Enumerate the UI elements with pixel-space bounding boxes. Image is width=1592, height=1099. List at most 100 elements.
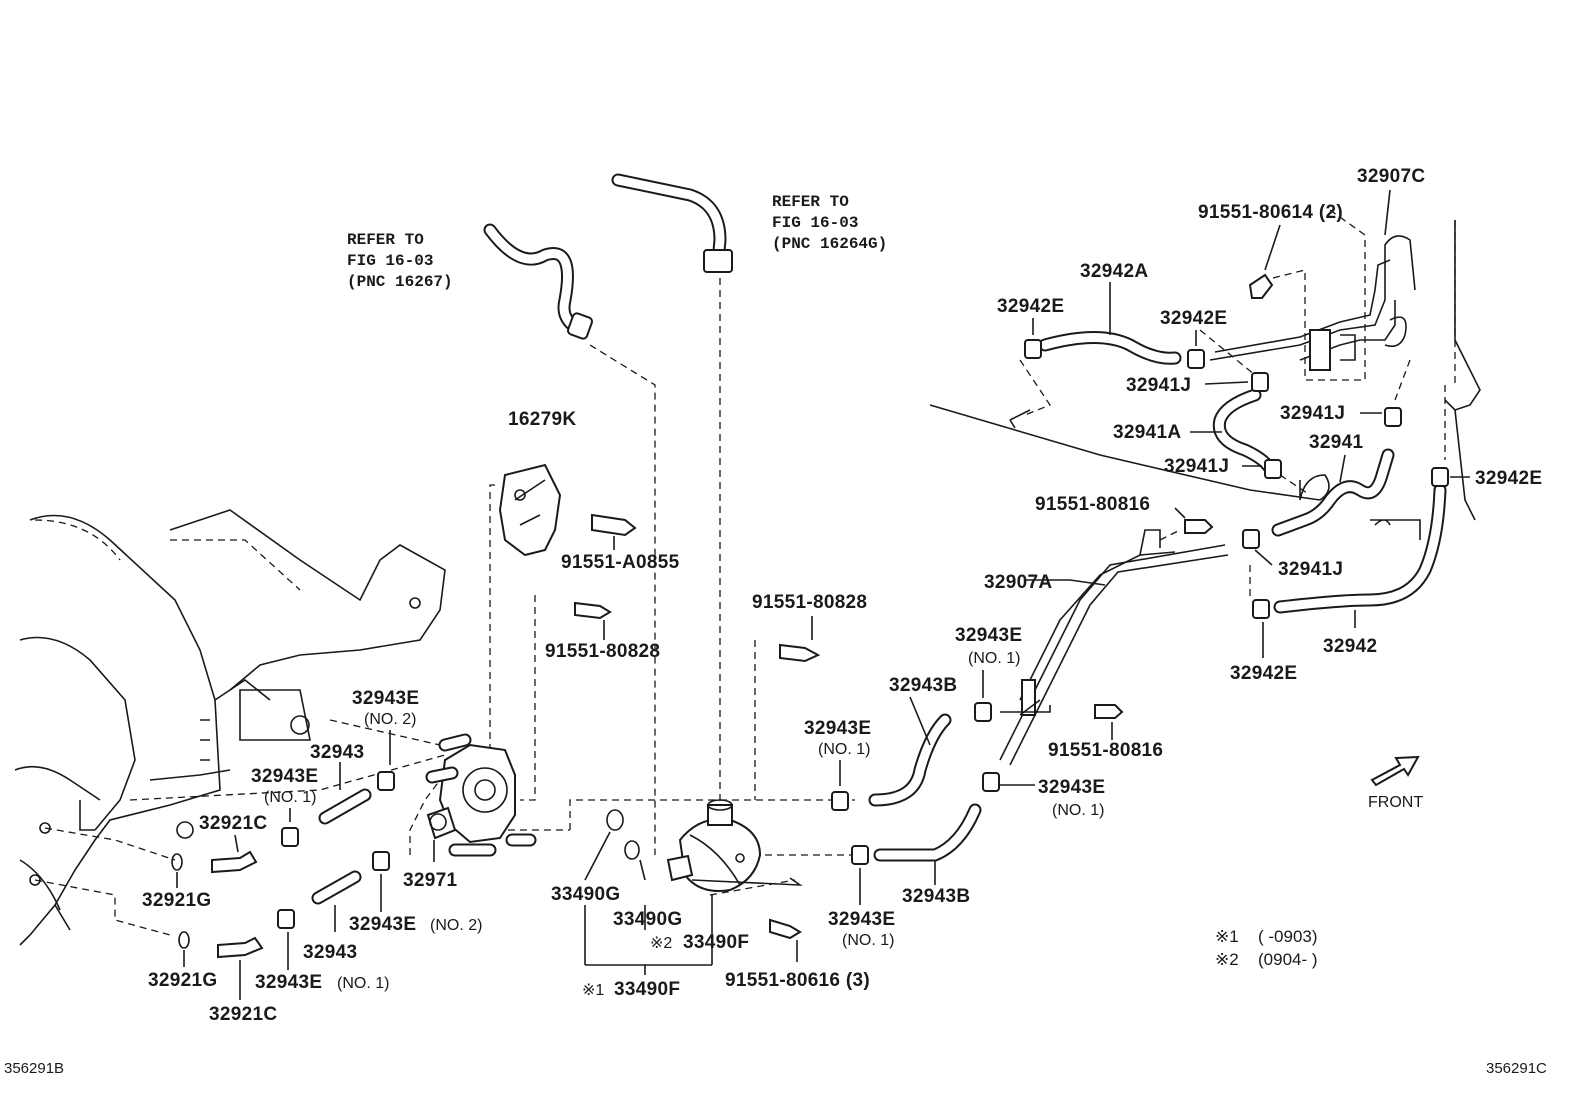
label-32943e-mid: 32943E: [804, 718, 871, 739]
label-91551-a0855: 91551-A0855: [561, 552, 680, 573]
label-91551-80616: 91551-80616 (3): [725, 970, 870, 991]
refer-right: REFER TO FIG 16-03 (PNC 16264G): [772, 193, 887, 253]
label-32943e-r1-sub: (NO. 1): [968, 650, 1020, 667]
label-32943e-no2-sub: (NO. 2): [364, 711, 416, 728]
label-91551-80816-up: 91551-80816: [1035, 494, 1150, 515]
o-ring-33490g-a: [606, 809, 624, 831]
label-32943e-no1-b: 32943E: [255, 972, 322, 993]
clamp-32943e-mid: [831, 760, 849, 811]
label-32942e-tl: 32942E: [997, 296, 1064, 317]
label-33490g-b: 33490G: [613, 909, 682, 930]
label-32941j-c: 32941J: [1280, 403, 1345, 424]
label-33490f-1-mark: ※1: [582, 982, 604, 999]
label-32942e-r: 32942E: [1475, 468, 1542, 489]
clamp-32942e-tl: [1024, 318, 1042, 359]
label-91551-80828-b: 91551-80828: [752, 592, 867, 613]
fitting-32921c-top: [211, 834, 258, 874]
label-32943e-mid-sub: (NO. 1): [818, 741, 870, 758]
label-32921g-top: 32921G: [142, 890, 211, 911]
label-32971: 32971: [403, 870, 457, 891]
engine-block-outline: [14, 509, 446, 946]
hose-32941: [1271, 448, 1395, 537]
clamp-32943e-low: [851, 845, 869, 905]
clamp-32942e-br: [1252, 599, 1270, 658]
clamp-32943e-r2: [982, 772, 1035, 792]
clamp-32941j-b: [1242, 459, 1282, 479]
label-33490f-1: 33490F: [614, 979, 680, 1000]
label-32943e-low: 32943E: [828, 909, 895, 930]
figure-code-right: 356291C: [1486, 1060, 1547, 1077]
clamp-32942e-r: [1431, 467, 1470, 487]
pipe-32907a: [999, 529, 1229, 766]
label-32943b-bottom: 32943B: [902, 886, 970, 907]
clamp-32943e-no2-top: [377, 730, 395, 791]
refer-right-line3: (PNC 16264G): [772, 235, 887, 253]
bolt-91551-80828-a: [574, 601, 612, 640]
gasket-32921g-bottom: [178, 931, 190, 967]
label-32943e-no1-a: 32943E: [251, 766, 318, 787]
label-32942e-br: 32942E: [1230, 663, 1297, 684]
bolt-91551-80816-low: [1094, 704, 1124, 740]
hose-pnc-16264g: [611, 173, 733, 273]
label-33490f-2-mark: ※2: [650, 935, 672, 952]
label-32943-bottom: 32943: [303, 942, 357, 963]
bolt-91551-80614: [1248, 224, 1281, 299]
label-33490f-2: 33490F: [683, 932, 749, 953]
bolt-91551-80616: [769, 918, 802, 962]
bolt-91551-80828-b: [779, 616, 821, 663]
refer-left-line2: FIG 16-03: [347, 252, 433, 270]
label-91551-80614: 91551-80614 (2): [1198, 202, 1343, 223]
label-32943e-low-sub: (NO. 1): [842, 932, 894, 949]
refer-left-line3: (PNC 16267): [347, 273, 453, 291]
label-91551-80816-low: 91551-80816: [1048, 740, 1163, 761]
label-32942: 32942: [1323, 636, 1377, 657]
clamp-32943e-r1: [974, 670, 992, 722]
label-32941: 32941: [1309, 432, 1363, 453]
hose-pnc-16267: [483, 223, 594, 340]
hose-32943-bottom: [311, 870, 362, 932]
bracket-16279k: [498, 463, 637, 557]
front-arrow-icon: [1370, 755, 1420, 787]
clamp-32942e-tm: [1187, 330, 1205, 369]
o-ring-33490g-b: [624, 840, 640, 860]
refer-left-line1: REFER TO: [347, 231, 424, 249]
label-32943-top: 32943: [310, 742, 364, 763]
label-32921c-bottom: 32921C: [209, 1004, 277, 1025]
clamp-32941j-d: [1242, 529, 1273, 566]
refer-right-line2: FIG 16-03: [772, 214, 858, 232]
gasket-32921g-top: [171, 853, 183, 888]
label-32921g-bottom: 32921G: [148, 970, 217, 991]
label-32943b-top: 32943B: [889, 675, 957, 696]
label-32941a: 32941A: [1113, 422, 1181, 443]
refer-right-line1: REFER TO: [772, 193, 849, 211]
label-32921c-top: 32921C: [199, 813, 267, 834]
hose-32943b-top: [868, 696, 952, 807]
clamp-32943e-no1-left: [281, 808, 299, 847]
hose-32941a: [1190, 388, 1275, 473]
fitting-32921c-bottom: [217, 936, 264, 1000]
hose-32943b-bottom: [873, 803, 982, 885]
body-panel-right: [929, 220, 1481, 540]
label-91551-80828-a: 91551-80828: [545, 641, 660, 662]
label-32943e-r2: 32943E: [1038, 777, 1105, 798]
label-32942e-tm: 32942E: [1160, 308, 1227, 329]
label-32942a: 32942A: [1080, 261, 1148, 282]
label-32941j-a: 32941J: [1126, 375, 1191, 396]
note-2-mark: ※2: [1215, 950, 1239, 969]
label-32943e-r2-sub: (NO. 1): [1052, 802, 1104, 819]
label-32907c: 32907C: [1357, 166, 1425, 187]
label-33490g-a: 33490G: [551, 884, 620, 905]
refer-left: REFER TO FIG 16-03 (PNC 16267): [347, 231, 453, 291]
figure-code-left: 356291B: [4, 1060, 64, 1077]
label-32941j-d: 32941J: [1278, 559, 1343, 580]
label-32907a: 32907A: [984, 572, 1052, 593]
vacuum-pump-32971: [425, 733, 537, 862]
label-16279k: 16279K: [508, 409, 576, 430]
front-label: FRONT: [1368, 794, 1423, 811]
label-32943e-no1-a-sub: (NO. 1): [264, 789, 316, 806]
hose-32942: [1273, 483, 1447, 628]
bracket-lines-33490: [584, 831, 713, 975]
hose-32943-top: [318, 762, 372, 825]
clamp-32941j-a: [1204, 372, 1269, 392]
label-32943e-r1: 32943E: [955, 625, 1022, 646]
